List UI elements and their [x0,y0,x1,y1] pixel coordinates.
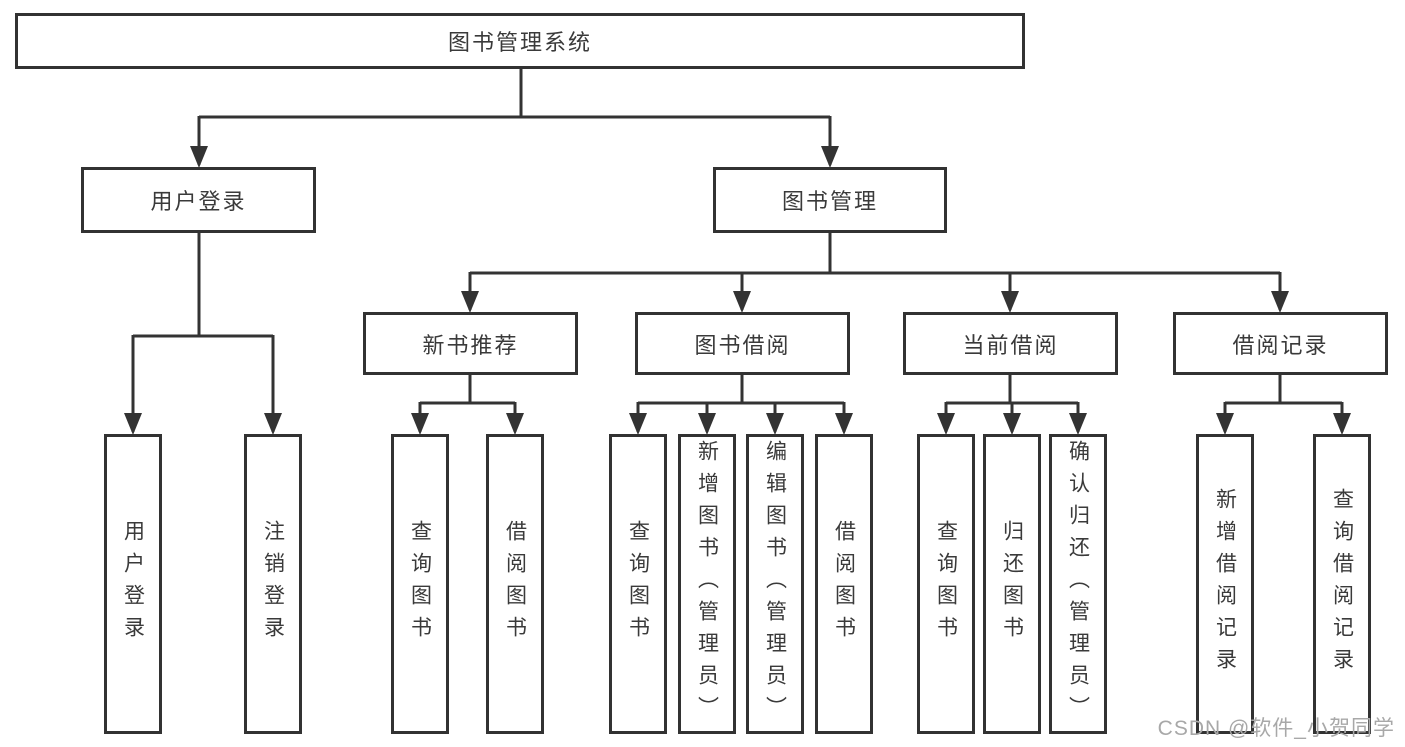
node-current-borrow: 当前借阅 [903,312,1118,375]
leaf-borrow-books-recommend: 借阅图书 [486,434,544,734]
leaf-return-books: 归还图书 [983,434,1041,734]
leaf-query-borrow-record: 查询借阅记录 [1313,434,1371,734]
node-borrow-records: 借阅记录 [1173,312,1388,375]
csdn-watermark: CSDN @软件_小贺同学 [1157,717,1395,740]
leaf-query-books-current: 查询图书 [917,434,975,734]
leaf-query-books-borrow: 查询图书 [609,434,667,734]
leaf-edit-book-admin: 编辑图书（管理员） [746,434,804,734]
leaf-user-login: 用户登录 [104,434,162,734]
leaf-add-book-admin: 新增图书（管理员） [678,434,736,734]
leaf-query-books-recommend: 查询图书 [391,434,449,734]
node-book-borrow: 图书借阅 [635,312,850,375]
node-user-login: 用户登录 [81,167,316,233]
leaf-add-borrow-record: 新增借阅记录 [1196,434,1254,734]
leaf-logout: 注销登录 [244,434,302,734]
node-new-book-recommend: 新书推荐 [363,312,578,375]
leaf-confirm-return-admin: 确认归还（管理员） [1049,434,1107,734]
leaf-borrow-books: 借阅图书 [815,434,873,734]
node-book-management: 图书管理 [713,167,947,233]
root-node-library-system: 图书管理系统 [15,13,1025,69]
